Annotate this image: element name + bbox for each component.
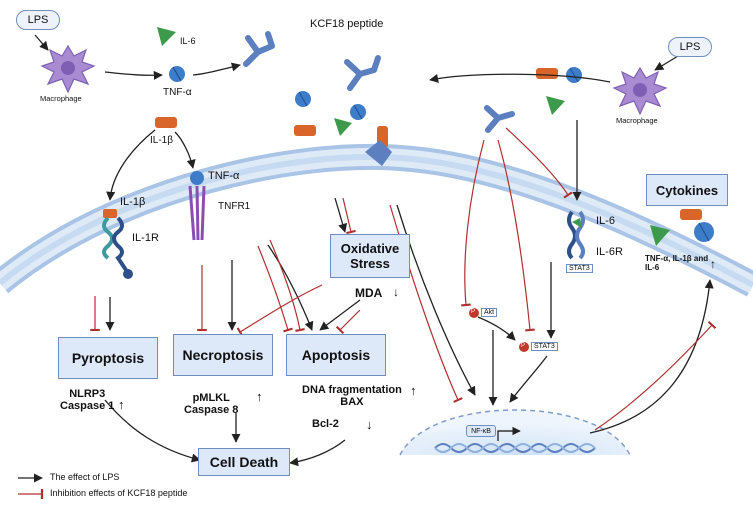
macrophage-icon [40,44,96,94]
tnf-alpha-icon [169,66,185,82]
il6-icon [546,96,565,115]
il1b-label: IL-1β [150,135,173,146]
macrophage-label: Macrophage [616,116,658,125]
necroptosis-markers: pMLKL Caspase 8 [184,392,239,417]
il1b-receptor-label: IL-1β [120,196,146,208]
nfkb-box: NF-κB [466,425,496,437]
stat3-tag: STAT3 [531,342,558,351]
il6-icon [157,27,176,46]
phospho-akt-badge [469,308,479,318]
il1b-icon [680,209,702,220]
pyroptosis-arrow: ↑ [118,397,125,412]
phospho-stat3-letter: P [521,343,526,349]
cell-death-box: Cell Death [198,448,290,476]
tnf-alpha-receptor-label: TNF-α [208,170,240,182]
necroptosis-box: Necroptosis [173,334,273,376]
mda-label: MDA [355,286,383,300]
il1r-receptor [102,209,133,279]
tnf-alpha-icon [295,91,311,107]
cytokines-arrow: ↑ [710,257,716,271]
il6r-label: IL-6R [596,246,623,258]
il6-icon [334,118,352,136]
legend-lps-label: The effect of LPS [50,472,120,482]
il6r-receptor [567,210,585,260]
bcl2-label: Bcl-2 [312,418,339,430]
cytokines-caption: TNF-α, IL-1β and IL-6 [645,254,709,272]
il1b-icon [294,125,316,136]
il1r-label: IL-1R [132,232,159,244]
il1b-icon [155,117,177,128]
tnf-alpha-icon [694,222,714,242]
apoptosis-markers: DNA fragmentation BAX [302,384,402,409]
oxidative-stress-box: Oxidative Stress [330,234,410,278]
phospho-akt-letter: P [471,309,476,315]
tnf-alpha-icon [566,67,582,83]
phospho-stat3-badge [519,342,529,352]
il1b-icon [536,68,558,79]
nucleus [399,409,631,456]
macrophage-icon [612,66,668,116]
apoptosis-box: Apoptosis [286,334,386,376]
tnfr1-label: TNFR1 [218,201,251,212]
stat3-receptor-tag: STAT3 [566,264,593,273]
il6-label: IL-6 [180,36,196,46]
receptor-icon [365,140,392,166]
apoptosis-up-arrow: ↑ [410,383,417,398]
kcf18-peptide-label: KCF18 peptide [310,18,384,30]
il6-receptor-label: IL-6 [596,215,615,227]
pyroptosis-markers: NLRP3 Caspase 1 [60,388,115,413]
macrophage-label: Macrophage [40,94,82,103]
kcf18-peptide-icon [243,31,515,133]
lps-stimulus-right: LPS [668,37,712,57]
tnfr1-receptor [188,171,206,241]
necroptosis-arrow: ↑ [256,389,263,404]
legend-kcf18-label: Inhibition effects of KCF18 peptide [50,488,188,498]
akt-tag: Akt [481,308,498,317]
il6-icon [650,225,670,246]
pyroptosis-box: Pyroptosis [58,337,158,379]
tnf-alpha-label: TNF-α [163,87,192,98]
cytokines-box: Cytokines [646,174,728,206]
bcl2-down-arrow: ↓ [366,417,373,432]
lps-stimulus-left: LPS [16,10,60,30]
lps-effect-arrows [34,34,714,467]
cell-membrane [0,143,753,297]
mda-arrow: ↓ [393,285,399,299]
tnf-alpha-icon [350,104,366,120]
